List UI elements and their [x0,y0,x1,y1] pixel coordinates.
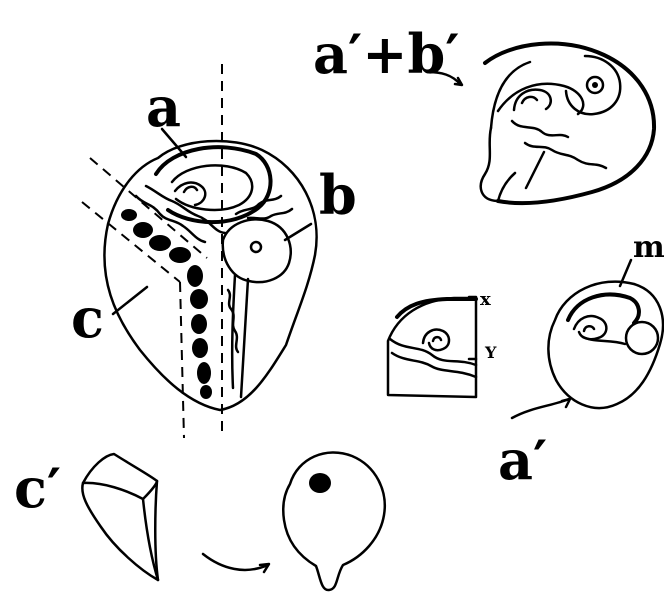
embryo-round-cell [283,452,385,590]
label-y: Y [484,343,497,362]
label-a-plus-b-prime: a′+b′ [313,22,459,86]
label-b: b [319,163,357,227]
label-c-prime: c′ [14,456,61,520]
label-x: x [480,289,491,310]
label-a: a [146,75,181,139]
embryo-a-prime [512,260,663,418]
label-c: c [71,286,104,350]
label-a-prime: a′ [498,428,547,492]
main-embryo [104,141,316,410]
label-m: m [633,230,664,265]
embryo-c-prime-piece [82,454,269,580]
section-piece [388,297,476,397]
embryo-a-plus-b-prime [427,44,654,204]
